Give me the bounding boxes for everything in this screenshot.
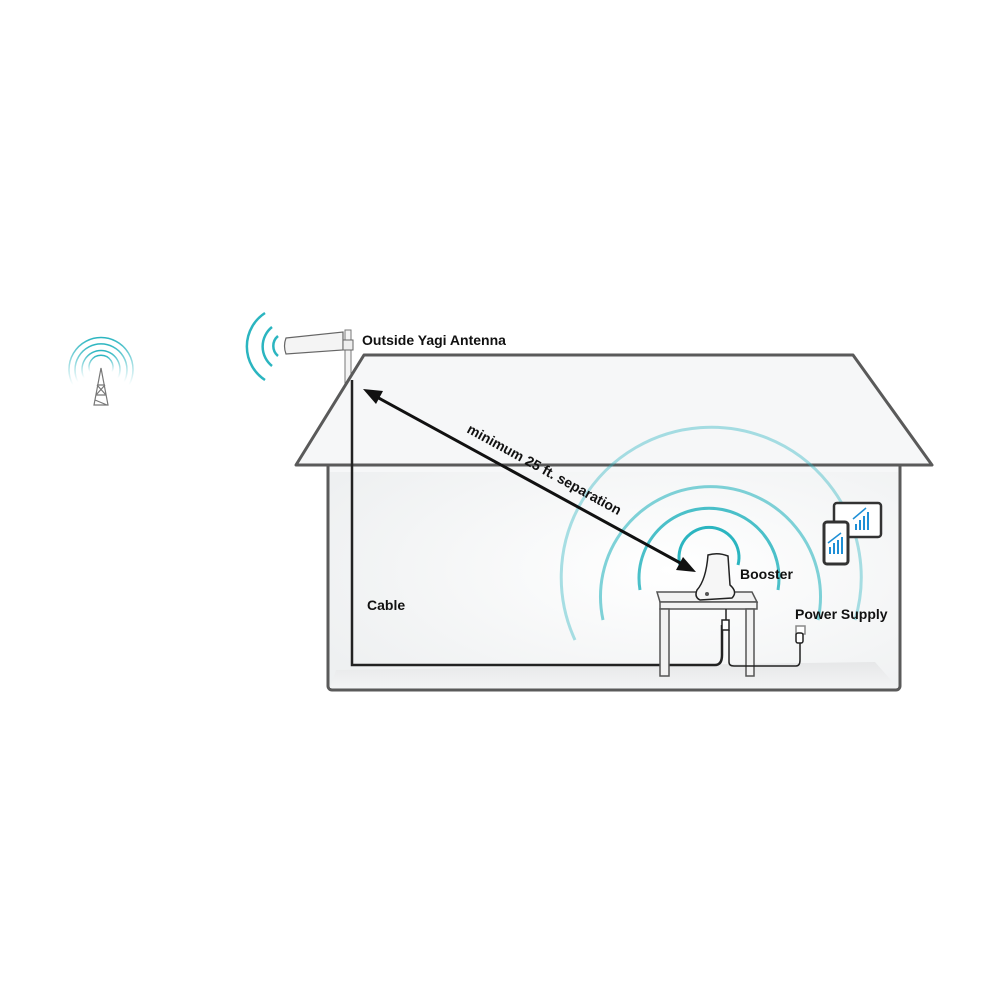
cell-tower-icon — [68, 336, 134, 406]
power-supply-icon — [721, 609, 806, 667]
cable — [350, 380, 724, 667]
cable-label: Cable — [367, 597, 405, 613]
separation-arrow — [363, 389, 696, 572]
antenna-label: Outside Yagi Antenna — [362, 332, 506, 348]
power-supply-label: Power Supply — [795, 606, 888, 622]
house-outline — [294, 353, 934, 692]
phone-icon — [822, 520, 850, 566]
booster-label: Booster — [740, 566, 793, 582]
booster-icon — [695, 552, 736, 601]
